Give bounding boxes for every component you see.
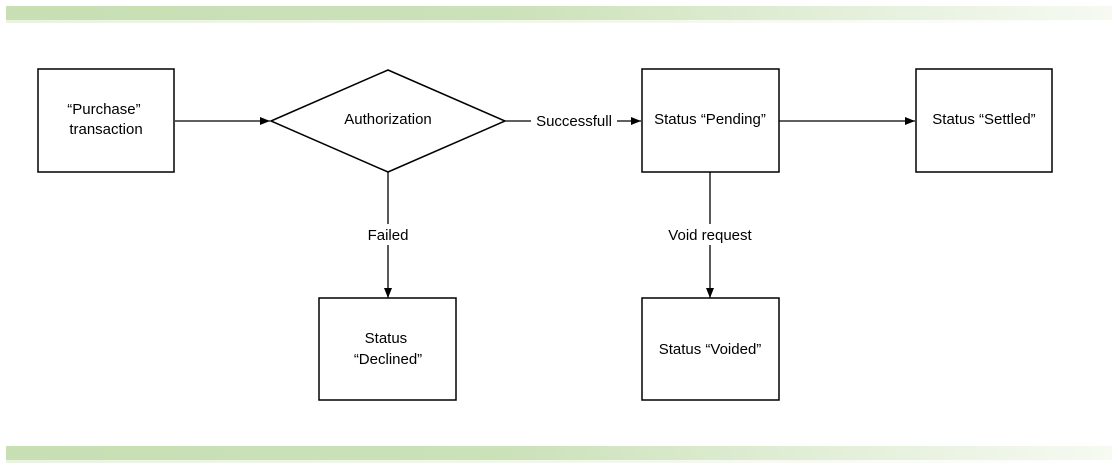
edge-label-void-request: Void request <box>668 227 752 244</box>
node-authorization-decision: Authorization <box>269 69 507 173</box>
edge-label-successfull: Successfull <box>536 113 612 130</box>
node-text-voided: Status “Voided” <box>659 341 762 358</box>
footer-band <box>6 446 1112 463</box>
node-status-pending: Status “Pending” <box>641 68 780 173</box>
node-status-settled: Status “Settled” <box>915 68 1053 173</box>
node-text-line: Status <box>365 330 408 347</box>
node-status-declined: Status “Declined” <box>318 297 457 401</box>
edge-label-background <box>659 224 761 245</box>
node-text: “Purchase” transaction <box>67 101 145 138</box>
edge-label-background <box>360 224 416 245</box>
node-box <box>318 297 457 401</box>
edge-authorization-to-pending: Successfull <box>505 110 641 131</box>
edge-label-background <box>531 110 617 131</box>
node-box <box>641 68 780 173</box>
node-status-voided: Status “Voided” <box>641 297 780 401</box>
node-text-authorization: Authorization <box>344 111 432 128</box>
edge-authorization-to-declined: Failed <box>360 172 416 298</box>
node-box <box>641 297 780 401</box>
node-text-settled: Status “Settled” <box>932 111 1035 128</box>
edge-label-failed: Failed <box>368 227 409 244</box>
node-box <box>915 68 1053 173</box>
header-band <box>6 6 1112 23</box>
decision-diamond <box>269 69 507 173</box>
node-box <box>37 68 175 173</box>
node-text-line: “Declined” <box>354 351 422 368</box>
node-text: Status “Declined” <box>354 330 422 368</box>
edge-pending-to-voided: Void request <box>659 172 761 298</box>
node-text-line: “Purchase” <box>67 101 140 118</box>
node-text-pending: Status “Pending” <box>654 111 766 128</box>
node-purchase-transaction: “Purchase” transaction <box>37 68 175 173</box>
node-text-line: transaction <box>69 121 142 138</box>
